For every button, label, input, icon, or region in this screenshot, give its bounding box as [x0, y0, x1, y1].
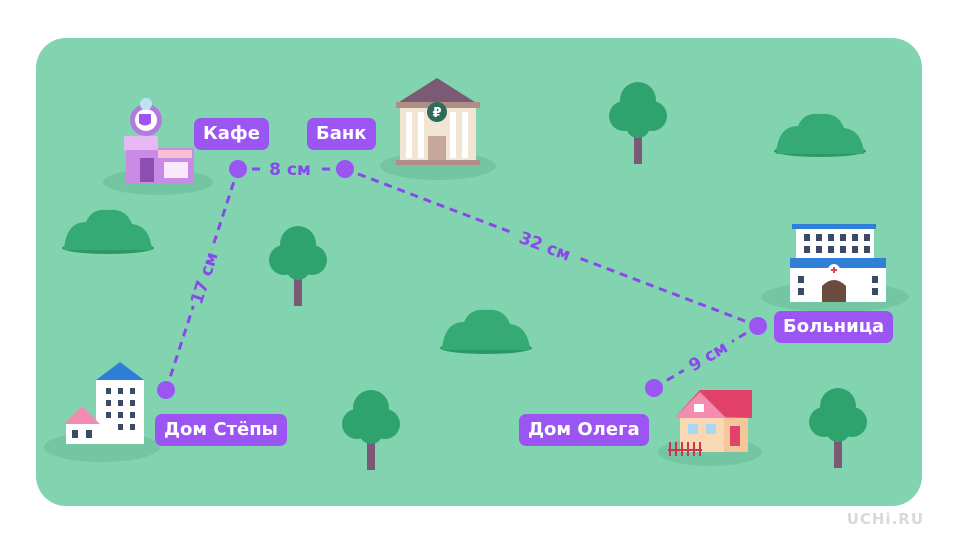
tree-icon: [609, 82, 667, 164]
cafe-point: [229, 160, 247, 178]
bush-icon: [440, 309, 532, 354]
stepa-home-icon: [64, 362, 144, 444]
hospital-label: Больница: [774, 311, 894, 343]
oleg-home-point: [645, 379, 663, 397]
distance-label-background: [260, 158, 320, 180]
bank-icon: ₽: [396, 78, 480, 165]
ruble-sign-icon: [427, 102, 447, 122]
stepa-home-point: [157, 381, 175, 399]
hospital-point: [749, 317, 767, 335]
cafe-label: Кафе: [194, 118, 269, 150]
distance-label-background: [509, 221, 582, 269]
distance-label-background: [677, 330, 738, 380]
route-bank-hospital: [344, 167, 759, 328]
stepa-home-label: Дом Стёпы: [155, 414, 287, 446]
oleg-home-label: Дом Олега: [519, 414, 649, 446]
bank-point: [336, 160, 354, 178]
tree-icon: [809, 388, 867, 468]
bush-icon: [774, 113, 866, 157]
brand-logo: UCHi.RU: [846, 510, 924, 528]
tree-icon: [269, 226, 327, 306]
cafe-icon: [124, 98, 194, 184]
bank-sign: ₽: [432, 106, 441, 121]
distance-label-background: [182, 245, 224, 310]
distance-cafe-bank: 8 см: [269, 160, 311, 180]
hospital-icon: [790, 224, 886, 302]
bank-label: Банк: [307, 118, 376, 150]
tree-icon: [342, 390, 400, 470]
oleg-home-icon: [668, 390, 752, 456]
bush-icon: [62, 209, 154, 254]
routes: [164, 167, 759, 391]
